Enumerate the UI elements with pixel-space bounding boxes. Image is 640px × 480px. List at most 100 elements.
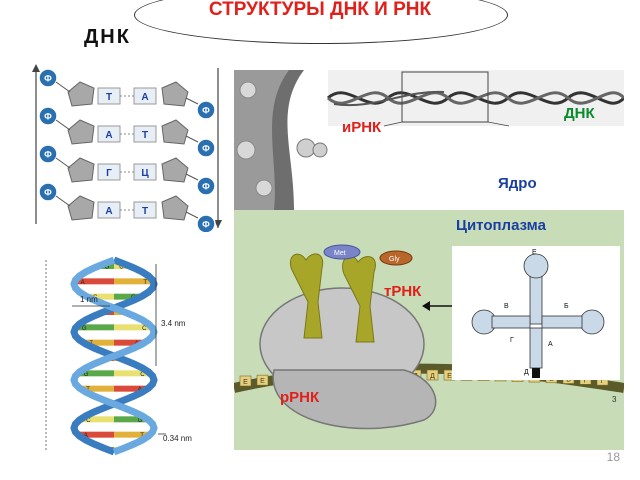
ladder-row: Ф А Т Ф xyxy=(38,182,216,232)
phosphate-right-label: Ф xyxy=(202,220,210,230)
backbone-strand-2 xyxy=(70,256,158,456)
codon-letter: Е xyxy=(260,378,265,385)
phosphate-right-label: Ф xyxy=(202,182,210,192)
pointer-arrow-icon xyxy=(422,301,430,311)
codon-letter: Д xyxy=(430,373,435,380)
codon-letter: Г xyxy=(584,377,588,384)
phosphate-right xyxy=(196,176,216,196)
codon-letter: Г xyxy=(601,378,605,385)
trna-letter-b: Б xyxy=(564,303,569,310)
base-segment-b xyxy=(114,278,154,285)
trna-letter-e: Е xyxy=(532,249,537,256)
base-left-label: А xyxy=(105,206,112,217)
met-amino-acid xyxy=(323,244,361,260)
gly-amino-acid xyxy=(379,250,413,266)
sugar-left xyxy=(67,157,95,183)
translation-illustration: иРНК ДНК Ядро Цитоплазма ЕЕВВББААГГДДЕЕВ… xyxy=(234,70,624,450)
trna-letter-v: В xyxy=(504,303,509,310)
base-right xyxy=(133,125,157,143)
trna-label: тРНК xyxy=(384,283,422,300)
base-letter: G xyxy=(105,265,110,271)
nuclear-pore xyxy=(296,138,316,158)
phosphate-left-label: Ф xyxy=(44,74,52,84)
phosphate-left-label: Ф xyxy=(44,188,52,198)
pitch-label: 3.4 nm xyxy=(161,319,186,328)
sugar-right xyxy=(161,119,189,145)
phosphate-right xyxy=(196,100,216,120)
base-letter: C xyxy=(119,265,124,271)
down-arrow-icon xyxy=(214,220,222,228)
dna-heading: ДНК xyxy=(84,26,131,48)
sugar-left xyxy=(67,119,95,145)
mrna-codon: Д xyxy=(426,369,439,381)
phosphate-left-label: Ф xyxy=(44,112,52,122)
phosphate-right-label: Ф xyxy=(202,144,210,154)
page-title: СТРУКТУРЫ ДНК И РНК xyxy=(208,0,432,20)
strand-number: 3 xyxy=(612,395,617,404)
base-segment-a xyxy=(80,416,114,423)
phosphate-left xyxy=(38,182,58,202)
nm-label: 1 nm xyxy=(80,295,98,304)
base-letter: A xyxy=(81,280,85,286)
base-right xyxy=(133,163,157,181)
base-left-label: Т xyxy=(106,92,112,103)
base-segment-b xyxy=(114,416,148,423)
mrna-codon: Е xyxy=(239,375,252,387)
sugar-left xyxy=(67,81,95,107)
trna-site-b xyxy=(342,255,376,343)
phosphate-left-label: Ф xyxy=(44,150,52,160)
trna-letter-d: Д xyxy=(524,369,529,376)
ladder-row: Ф Г Ц Ф xyxy=(38,144,216,196)
nucleus-label: Ядро xyxy=(498,175,537,192)
base-segment-b xyxy=(114,370,151,377)
trna-letter-g: Г xyxy=(510,337,514,344)
base-segment-a xyxy=(77,370,114,377)
phosphate-left xyxy=(38,106,58,126)
trna-letter-a: А xyxy=(548,341,553,348)
dna-label: ДНК xyxy=(564,105,596,122)
base-left-label: Г xyxy=(106,168,112,179)
base-left-label: А xyxy=(105,130,112,141)
codon-letter: Е xyxy=(447,373,452,380)
base-letter: C xyxy=(86,418,91,424)
sugar-left xyxy=(67,195,95,221)
base-right-label: Т xyxy=(142,130,148,141)
base-right-label: Т xyxy=(142,206,148,217)
base-segment-b xyxy=(114,339,145,346)
base-segment-a xyxy=(86,293,114,300)
met-label: Met xyxy=(334,250,346,257)
rise-label: 0.34 nm xyxy=(163,434,192,443)
gly-label: Gly xyxy=(389,256,400,263)
base-letter: C xyxy=(140,372,145,378)
base-right xyxy=(133,87,157,105)
trna-site-a xyxy=(290,253,324,339)
ladder-row: Ф А Т Ф xyxy=(38,106,216,158)
base-letter: G xyxy=(84,372,89,378)
mrna-codon: Е xyxy=(256,374,269,386)
base-right-label: А xyxy=(141,92,148,103)
base-segment-a xyxy=(83,339,114,346)
sugar-right xyxy=(161,81,189,107)
base-segment-a xyxy=(75,324,114,331)
base-segment-b xyxy=(114,324,153,331)
trna-cloverleaf xyxy=(471,253,605,378)
base-segment-a xyxy=(77,431,114,438)
base-segment-a xyxy=(80,385,114,392)
codon-letter: Е xyxy=(243,379,248,386)
base-letter: G xyxy=(138,418,143,424)
phosphate-right-label: Ф xyxy=(202,106,210,116)
base-letter: C xyxy=(142,326,147,332)
base-right-label: Ц xyxy=(141,168,149,179)
ladder-row: Ф Т А Ф xyxy=(38,68,216,120)
rrna-label: рРНК xyxy=(280,389,320,406)
base-segment-b xyxy=(114,431,151,438)
base-segment-b xyxy=(114,385,148,392)
base-right xyxy=(133,201,157,219)
sugar-right xyxy=(161,157,189,183)
base-segment-a xyxy=(74,278,114,285)
ribosome-small-subunit xyxy=(272,369,437,430)
